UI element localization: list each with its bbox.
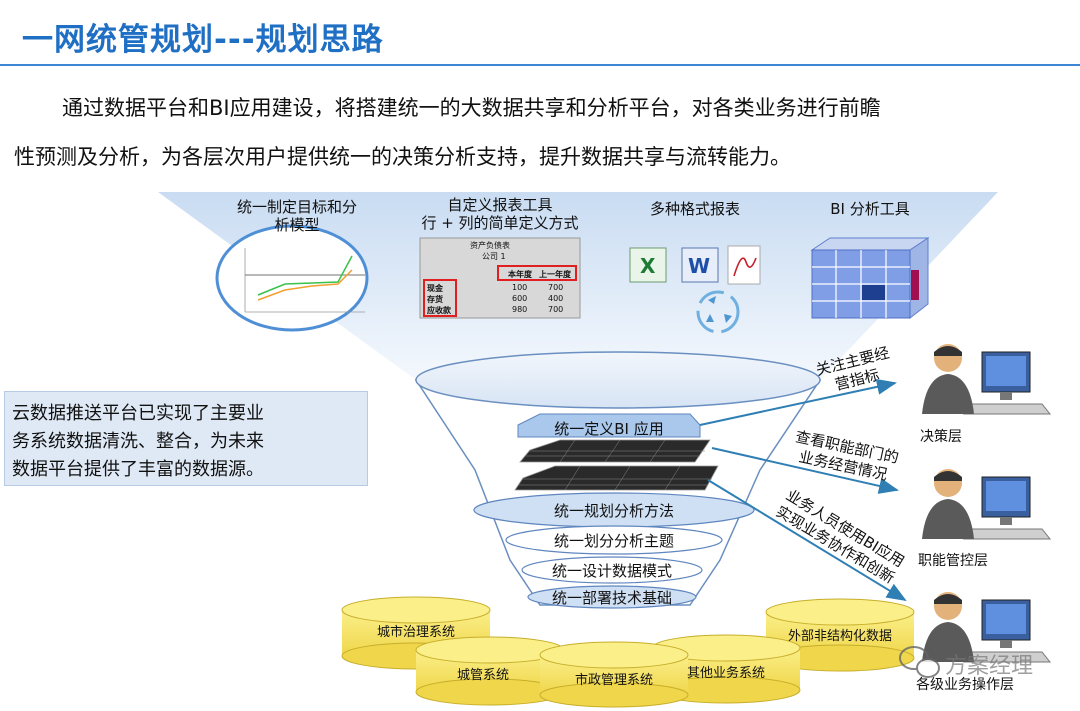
tool-label-model: 统一制定目标和分 析模型 (212, 198, 382, 234)
layer-analysis-topic: 统一划分分析主题 (553, 532, 674, 550)
role-operations: 各级业务操作层 (916, 677, 1014, 693)
tool-label-line: 自定义报表工具 (447, 196, 553, 214)
watermark-icon (899, 646, 940, 678)
report-title: 资产负债表 (470, 241, 510, 250)
cylinder-shape (539, 641, 689, 708)
decision-user-icon (922, 344, 1052, 415)
note-line-1: 云数据推送平台已实现了主要业 (12, 403, 264, 424)
report-cell: 600 (512, 294, 528, 303)
management-user-icon (922, 469, 1052, 540)
source-external-unstructured: 外部非结构化数据 (787, 629, 892, 644)
report-sheet (419, 237, 581, 319)
arrow-to-decision (699, 378, 897, 426)
report-cell: 100 (512, 283, 528, 292)
mini-line-chart (244, 248, 365, 313)
cylinder-shape (415, 636, 565, 706)
layer-bi-app: 统一定义BI 应用 (554, 420, 664, 438)
role-management: 职能管控层 (918, 553, 988, 569)
tool-label-bi: BI 分析工具 (830, 200, 910, 218)
report-col-current: 本年度 (508, 270, 532, 279)
arrow-to-management (711, 447, 899, 494)
note-line-2: 务系统数据清洗、整合，为未来 (12, 431, 264, 452)
layer-ellipse (505, 525, 723, 555)
operations-user-icon (922, 592, 1052, 663)
source-city-management: 城管系统 (456, 668, 509, 683)
tool-label-line: 析模型 (274, 216, 320, 234)
funnel-rim (415, 351, 821, 409)
report-cell: 980 (512, 305, 528, 314)
report-row-label: 存货 (427, 295, 443, 304)
svg-text:W: W (688, 254, 710, 278)
intro-line-2: 性预测及分析，为各层次用户提供统一的决策分析支持，提升数据共享与流转能力。 (14, 145, 791, 169)
report-cell: 700 (548, 305, 564, 314)
watermark-text: 方案经理 (945, 654, 1034, 679)
layer-tech-foundation: 统一部署技术基础 (551, 589, 672, 607)
report-col-highlight (497, 265, 577, 281)
note-line-3: 数据平台提供了丰富的数据源。 (12, 459, 264, 480)
layer-ellipse (521, 556, 703, 584)
source-municipal: 市政管理系统 (574, 673, 653, 688)
word-icon: W (681, 247, 719, 283)
layer-data-schema: 统一设计数据模式 (551, 562, 672, 580)
report-row-label: 现金 (427, 284, 443, 293)
report-row-label: 应收款 (427, 306, 451, 315)
excel-icon: X (629, 247, 667, 283)
cylinder-shape (765, 598, 915, 672)
report-cell: 400 (548, 294, 564, 303)
data-source-note (4, 391, 368, 486)
intro-line-1: 通过数据平台和BI应用建设，将搭建统一的大数据共享和分析平台，对各类业务进行前瞻 (62, 96, 881, 120)
svg-text:X: X (640, 254, 656, 278)
report-row-highlight (423, 279, 457, 317)
bi-cube-icon (810, 237, 930, 320)
recycle-icon (696, 290, 740, 334)
data-grid-layer (514, 465, 719, 491)
report-col-prev: 上一年度 (539, 270, 571, 279)
page-title: 一网统管规划---规划思路 (22, 22, 384, 58)
source-city-governance: 城市治理系统 (376, 625, 455, 640)
title-divider (0, 64, 1080, 66)
model-oval (215, 224, 369, 332)
arrow-to-operations (707, 479, 907, 602)
layer-analysis-method: 统一规划分析方法 (553, 502, 674, 520)
tool-label-line: 行 + 列的简单定义方式 (421, 214, 579, 232)
tool-label-line: 统一制定目标和分 (236, 198, 357, 216)
tool-label-report: 自定义报表工具 行 + 列的简单定义方式 (405, 196, 595, 232)
source-other-business: 其他业务系统 (686, 666, 765, 681)
role-decision: 决策层 (920, 429, 962, 445)
tool-label-formats: 多种格式报表 (649, 200, 740, 218)
pdf-icon (727, 245, 761, 285)
report-company: 公司 1 (482, 252, 506, 261)
report-cell: 700 (548, 283, 564, 292)
layer-ellipse (527, 585, 697, 609)
